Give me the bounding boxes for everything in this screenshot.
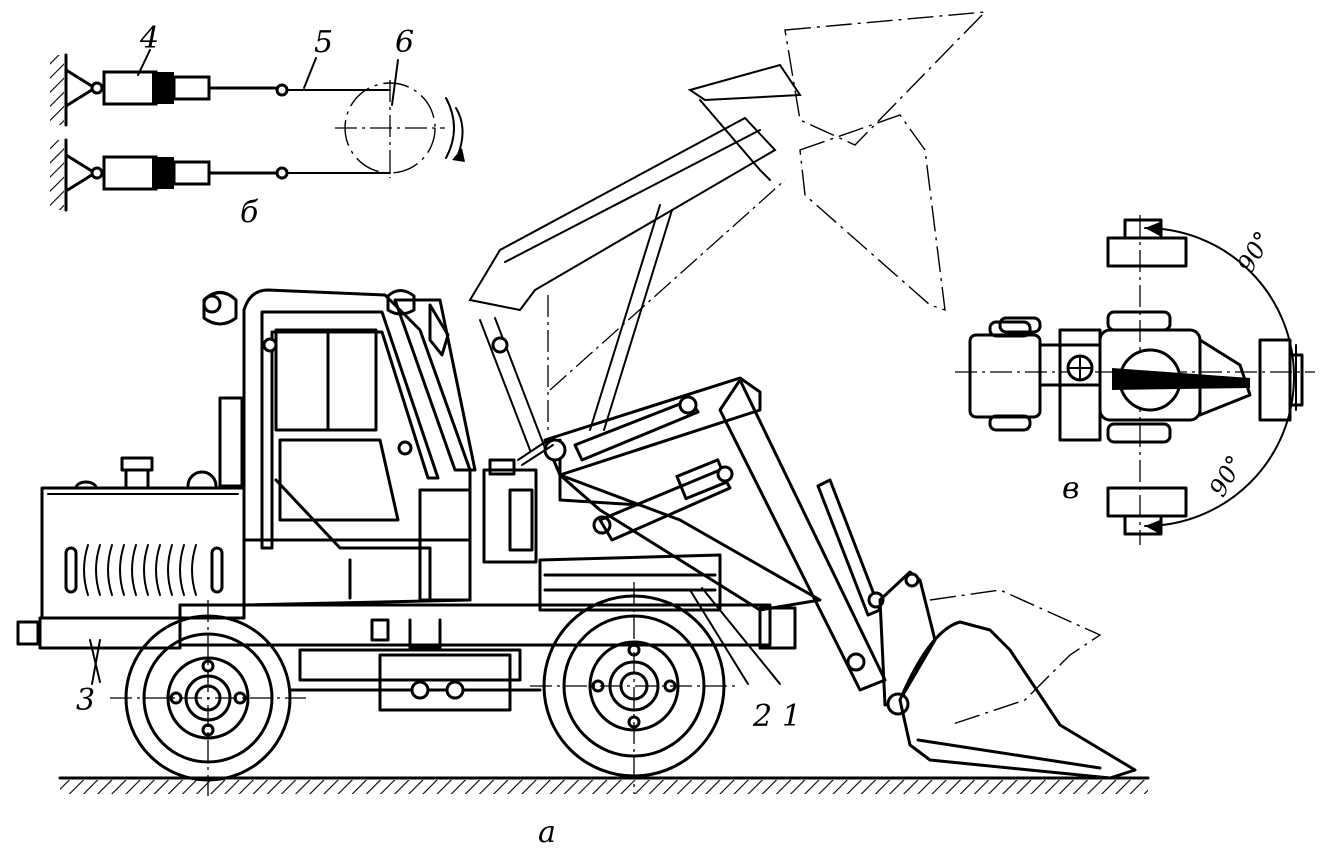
ground-line	[58, 776, 1150, 794]
rear-wheel	[110, 600, 306, 796]
label-part-1: 1	[782, 699, 801, 734]
label-part-2: 2	[752, 699, 772, 734]
front-wheel	[530, 582, 738, 794]
raised-boom-outline	[468, 11, 987, 451]
radiator-grille	[64, 544, 224, 596]
label-angle-bottom: 90°	[1204, 451, 1250, 502]
hydraulic-schematic	[50, 49, 465, 212]
loader-body	[16, 288, 1137, 780]
label-part-3: 3	[76, 683, 95, 718]
label-part-5: 5	[314, 25, 333, 60]
plan-view	[955, 215, 1315, 545]
label-view-a: а	[538, 815, 556, 850]
label-angle-top: 90°	[1232, 227, 1278, 278]
label-view-b: б	[240, 195, 259, 230]
label-part-4: 4	[139, 21, 159, 56]
label-view-v: в	[1062, 471, 1079, 506]
label-part-6: 6	[395, 25, 414, 60]
